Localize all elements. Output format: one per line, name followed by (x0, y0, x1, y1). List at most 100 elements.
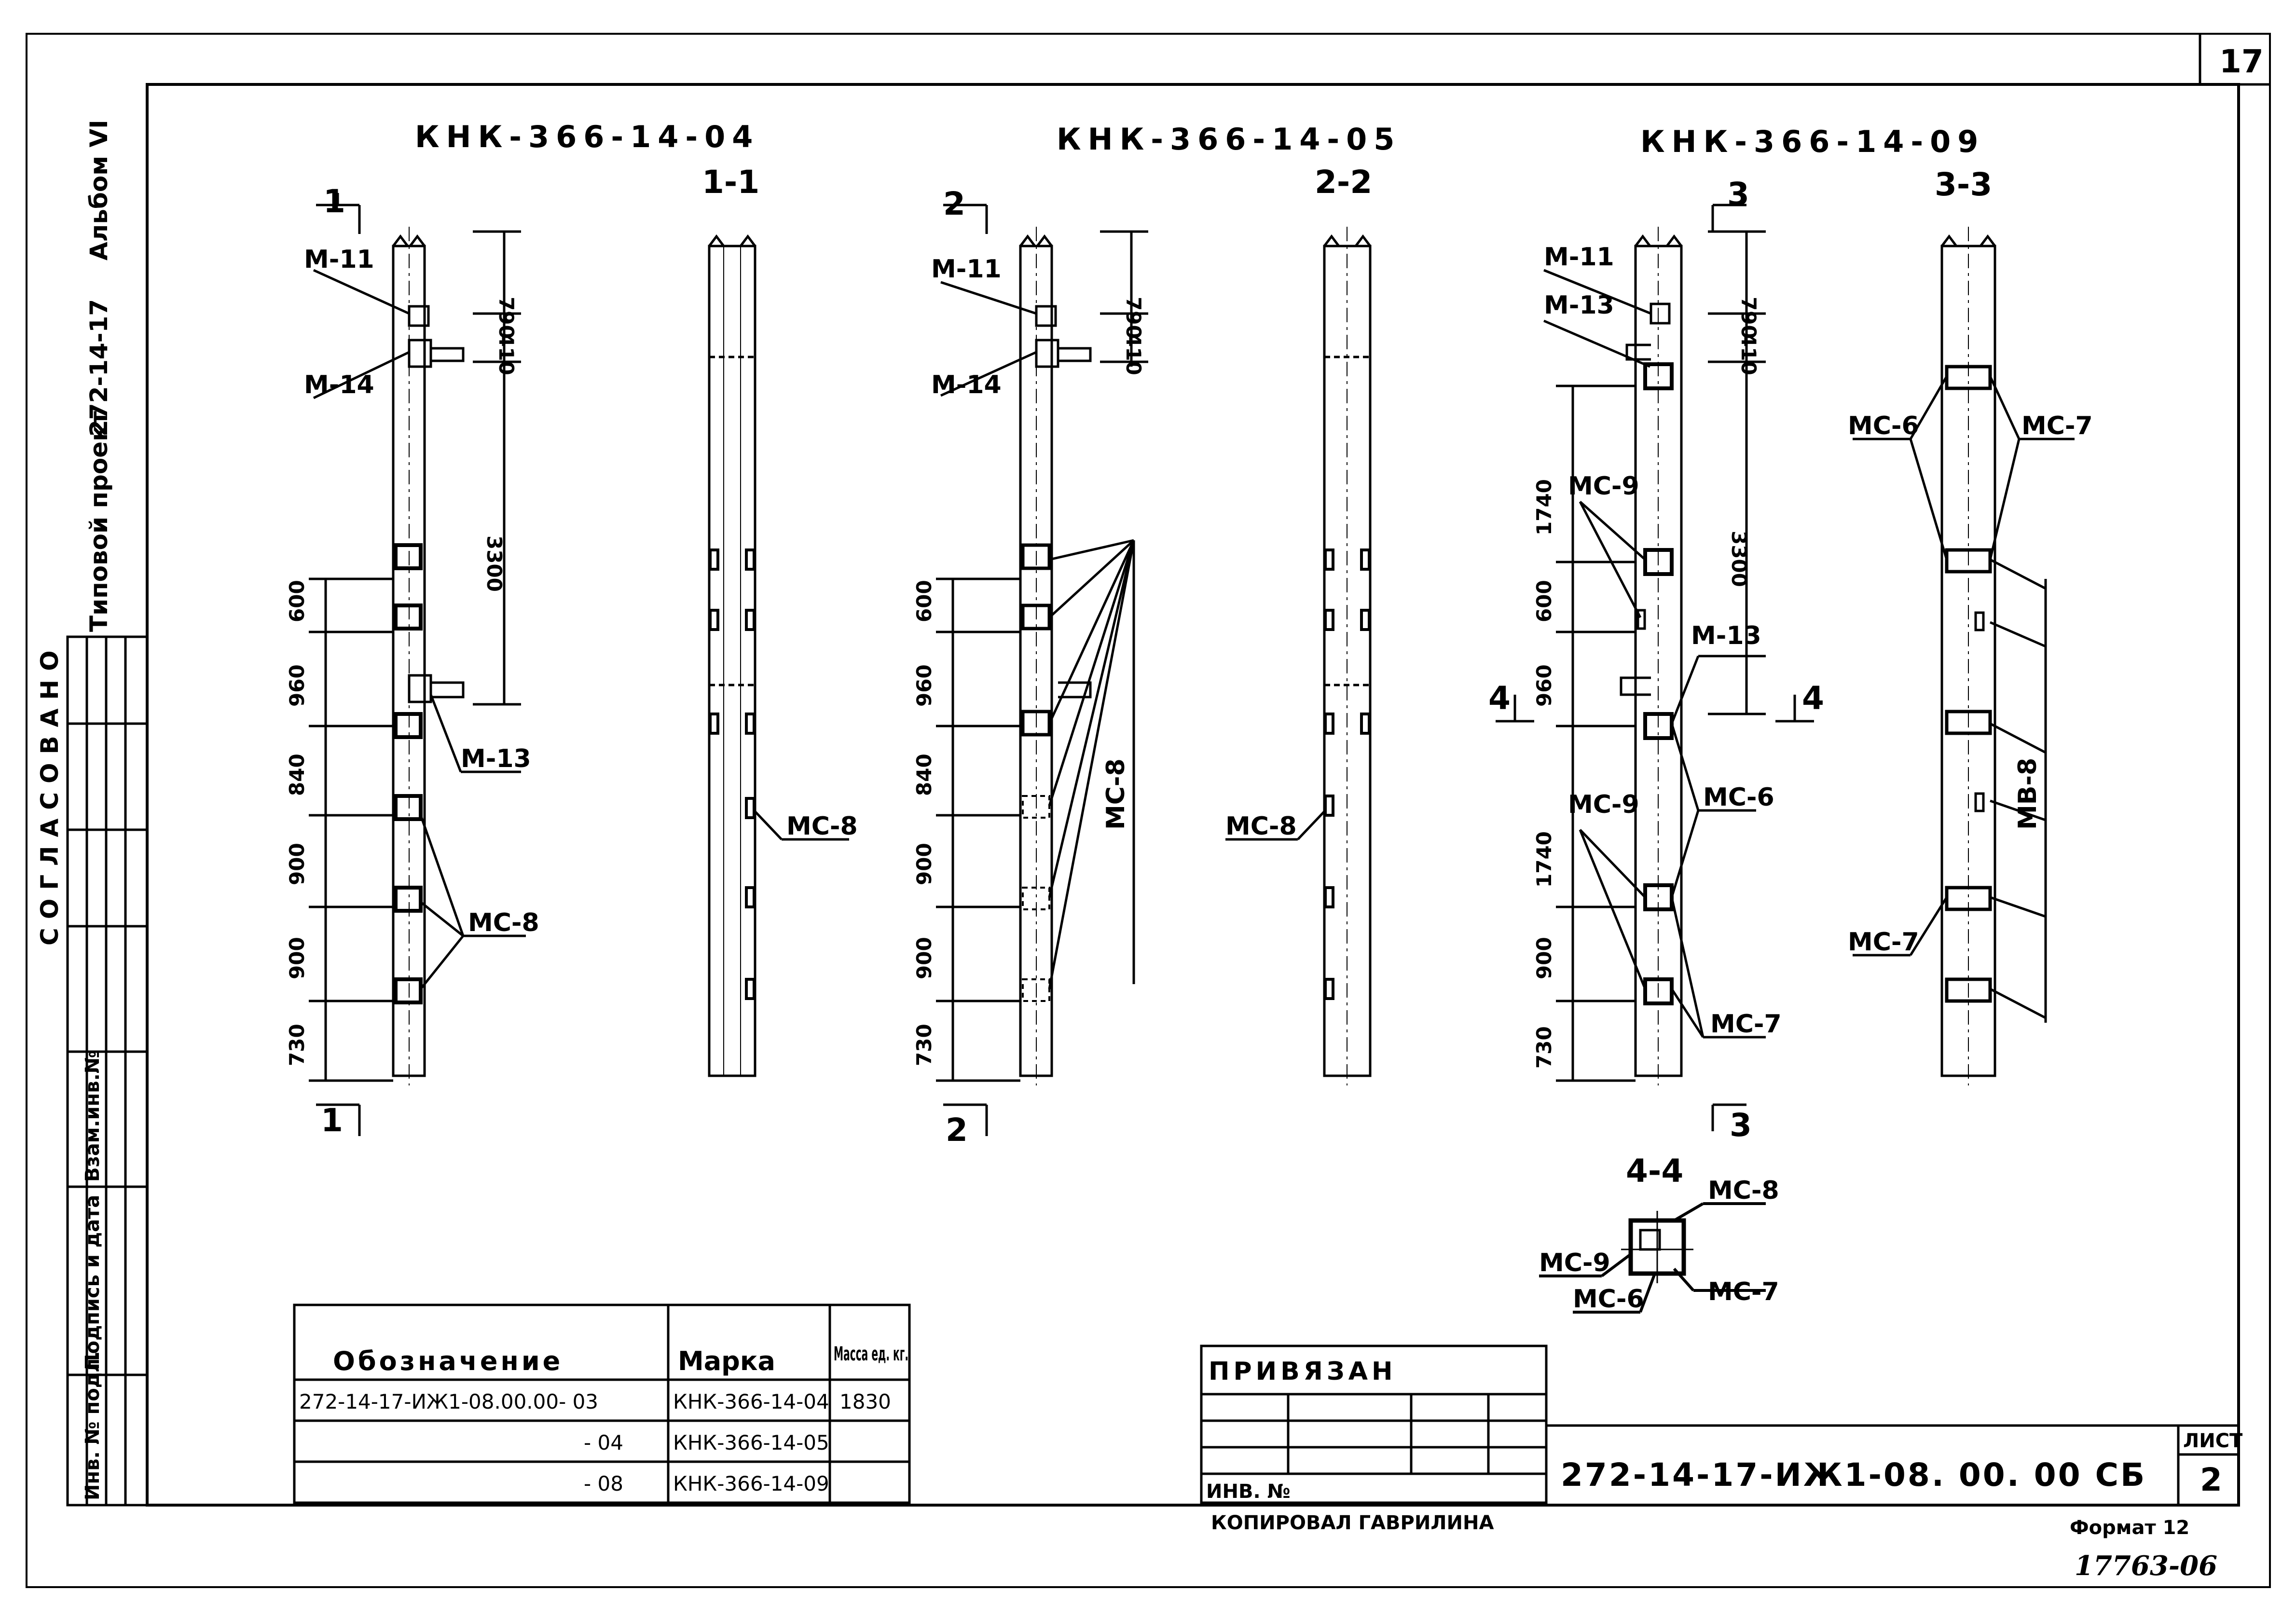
callout-2-m14: М-14 (931, 370, 1002, 399)
attached-label: ПРИВЯЗАН (1209, 1357, 1397, 1386)
cut-4-callout-mc6: МС-6 (1573, 1285, 1644, 1314)
cut-4-title: 4-4 (1626, 1152, 1683, 1190)
callout-3-m13a: М-13 (1544, 291, 1614, 320)
section-3-3 (1853, 227, 2075, 1085)
dim-2-d: 900 (912, 843, 936, 885)
dim-1-g: 790 (495, 297, 518, 339)
section-3-title: 3-3 (1935, 166, 1992, 203)
callout-2-m11: М-11 (931, 255, 1002, 284)
section-3-callout-mc7: МС-7 (2021, 411, 2093, 440)
dim-3-a: 1740 (1532, 479, 1556, 535)
dim-2-a: 600 (912, 580, 936, 622)
section-3-callout-mc6: МС-6 (1848, 411, 1919, 440)
dim-3-b: 600 (1532, 580, 1556, 622)
element-1-mark: КНК-366-14-04 (415, 119, 759, 154)
inv-label: ИНВ. № (1206, 1481, 1291, 1503)
column-3-elevation (1496, 204, 1814, 1131)
spec-r3-designation: - 08 (584, 1472, 623, 1495)
dim-3-f: 730 (1532, 1026, 1556, 1069)
album-label: Альбом VI (85, 120, 113, 261)
dim-1-a: 600 (285, 580, 309, 622)
dim-3-g: 790 (1737, 297, 1760, 339)
spec-r3-mark: КНК-366-14-09 (673, 1472, 829, 1495)
dim-3-d: 1740 (1532, 831, 1556, 888)
dim-2-e: 900 (912, 937, 936, 979)
element-3-mark: КНК-366-14-09 (1640, 124, 1985, 159)
sheet-label: ЛИСТ (2183, 1430, 2243, 1452)
sheet-frame (26, 33, 2271, 1588)
dim-1-c: 840 (285, 754, 309, 796)
dim-3-e: 900 (1532, 937, 1556, 979)
callout-3-m11: М-11 (1544, 243, 1614, 272)
title-block (1200, 1344, 2239, 1505)
spec-header-mark: Марка (678, 1346, 775, 1376)
dim-1-d: 900 (285, 843, 309, 885)
dim-1-b: 960 (285, 664, 309, 707)
cut-2-top: 2 (943, 185, 965, 222)
dim-1-h: 410 (495, 333, 518, 375)
section-1-1 (708, 234, 849, 1077)
dim-2-h: 410 (1122, 333, 1145, 375)
archive-number: 17763-06 (2075, 1550, 2217, 1582)
stamp-sign-date: Подпись и дата (82, 1195, 104, 1370)
cut-2-bottom: 2 (946, 1111, 968, 1149)
doc-code: 272-14-17-ИЖ1-08. 00. 00 СБ (1561, 1456, 2146, 1494)
spec-r1-mark: КНК-366-14-04 (673, 1390, 829, 1413)
callout-3-mc6: МС-6 (1703, 783, 1774, 812)
section-1-title: 1-1 (702, 164, 759, 201)
section-3-callout-mb8: МВ-8 (2013, 758, 2042, 830)
dim-1-e: 900 (285, 937, 309, 979)
copied-by: КОПИРОВАЛ ГАВРИЛИНА (1211, 1512, 1494, 1534)
element-2-mark: КНК-366-14-05 (1057, 122, 1401, 157)
format-label: Формат 12 (2070, 1517, 2189, 1539)
callout-3-mc7: МС-7 (1710, 1010, 1782, 1039)
dim-2-g: 790 (1122, 297, 1145, 339)
column-1-elevation (309, 193, 526, 1136)
section-2-2 (1225, 227, 1372, 1085)
dim-3-c: 960 (1532, 664, 1556, 707)
dim-1-i: 3300 (482, 535, 506, 592)
callout-2-mc8: МС-8 (1101, 758, 1130, 830)
callout-3-m13b: М-13 (1691, 621, 1761, 650)
spec-r2-designation: - 04 (584, 1431, 623, 1454)
sheet-number: 17 (2219, 43, 2264, 80)
dim-2-c: 840 (912, 754, 936, 796)
spec-header-designation: Обозначение (333, 1346, 563, 1376)
cut-1-bottom: 1 (321, 1102, 343, 1139)
dim-2-f: 730 (912, 1024, 936, 1066)
cut-4-callout-mc9: МС-9 (1539, 1248, 1610, 1277)
album-code: 272-14-17 (85, 299, 113, 437)
agreed-label: СОГЛАСОВАНО (36, 642, 64, 946)
cut-4-callout-mc8: МС-8 (1708, 1176, 1779, 1205)
callout-1-m13: М-13 (461, 744, 531, 773)
section-3-callout-mc7b: МС-7 (1848, 928, 1919, 957)
sheet-value: 2 (2200, 1461, 2222, 1498)
cut-4-right: 4 (1802, 680, 1824, 717)
stamp-inv-replace: Взам.инв.№ (82, 1050, 104, 1182)
callout-1-m11: М-11 (304, 245, 374, 274)
cut-1-top: 1 (323, 183, 345, 220)
spec-r2-mark: КНК-366-14-05 (673, 1431, 829, 1454)
spec-r1-mass: 1830 (839, 1390, 891, 1413)
callout-3-mc9b: МС-9 (1568, 790, 1639, 819)
callout-1-m14: М-14 (304, 370, 374, 399)
section-2-callout: МС-8 (1225, 812, 1297, 841)
project-label: Типовой проект (85, 411, 113, 632)
cut-4-callout-mc7: МС-7 (1708, 1277, 1779, 1306)
stamp-inv-orig: Инв. № подл. (82, 1351, 104, 1500)
spec-header-mass: Масса ед. кг. (834, 1343, 908, 1365)
dim-3-h: 410 (1737, 333, 1760, 375)
cut-4-section (1539, 1202, 1766, 1314)
callout-3-mc9a: МС-9 (1568, 472, 1639, 501)
cut-3-top: 3 (1727, 176, 1749, 213)
spec-r1-designation: 272-14-17-ИЖ1-08.00.00- 03 (299, 1390, 598, 1413)
section-2-title: 2-2 (1315, 164, 1372, 201)
cut-3-bottom: 3 (1730, 1107, 1752, 1144)
section-1-callout: МС-8 (786, 812, 858, 841)
column-2-elevation (936, 204, 1148, 1136)
dim-3-i: 3300 (1727, 531, 1751, 587)
cut-4-left: 4 (1488, 680, 1511, 717)
dim-2-b: 960 (912, 664, 936, 707)
spec-table (293, 1303, 911, 1504)
